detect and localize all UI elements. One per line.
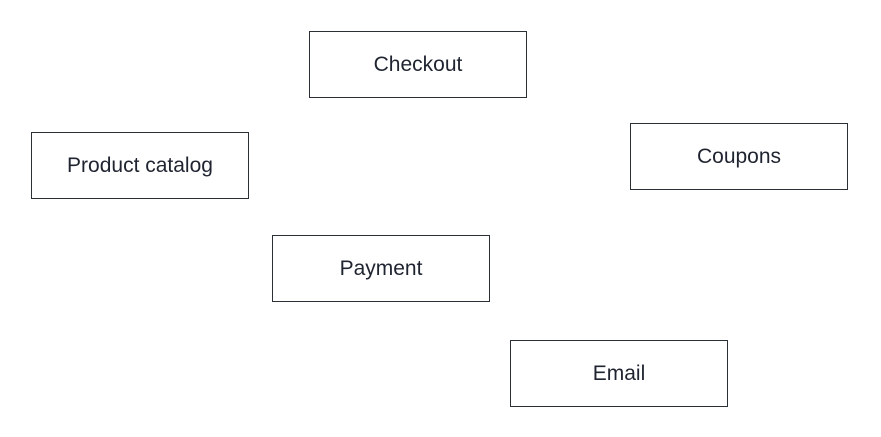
diagram-node-label: Coupons	[696, 145, 782, 168]
diagram-node-label: Payment	[339, 257, 423, 280]
diagram-node-product-catalog[interactable]: Product catalog	[31, 132, 249, 199]
diagram-node-email[interactable]: Email	[510, 340, 728, 407]
diagram-node-coupons[interactable]: Coupons	[630, 123, 848, 190]
diagram-node-payment[interactable]: Payment	[272, 235, 490, 302]
diagram-node-checkout[interactable]: Checkout	[309, 31, 527, 98]
diagram-node-label: Product catalog	[67, 154, 213, 177]
diagram-node-label: Email	[592, 362, 646, 385]
diagram-node-label: Checkout	[373, 53, 463, 76]
